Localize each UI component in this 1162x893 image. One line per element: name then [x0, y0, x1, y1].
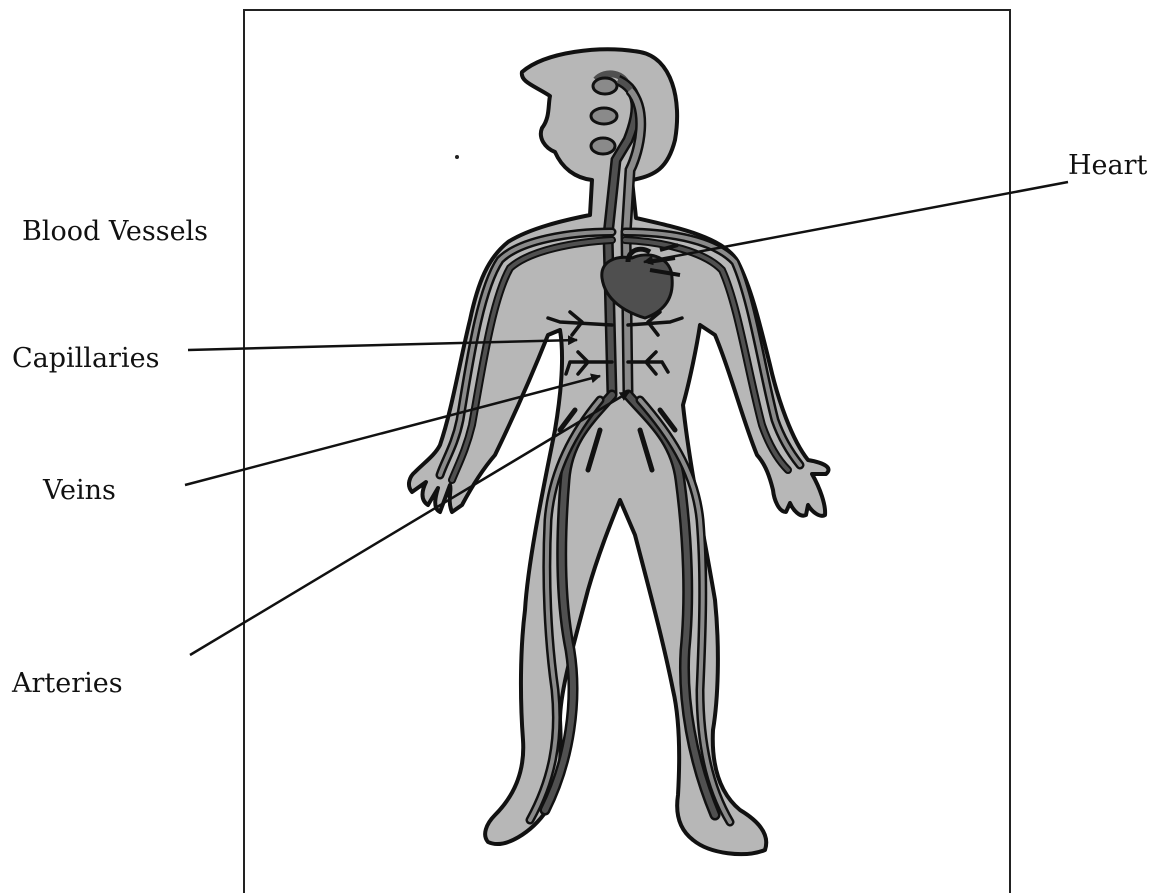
label-capillaries: Capillaries — [12, 345, 159, 372]
speck-mark — [455, 155, 459, 159]
label-arteries: Arteries — [12, 670, 123, 697]
label-blood-vessels: Blood Vessels — [22, 218, 208, 245]
label-heart: Heart — [1068, 152, 1147, 179]
label-veins: Veins — [43, 477, 116, 504]
pointer-line-heart — [644, 182, 1068, 262]
pointer-line-veins — [185, 376, 600, 485]
